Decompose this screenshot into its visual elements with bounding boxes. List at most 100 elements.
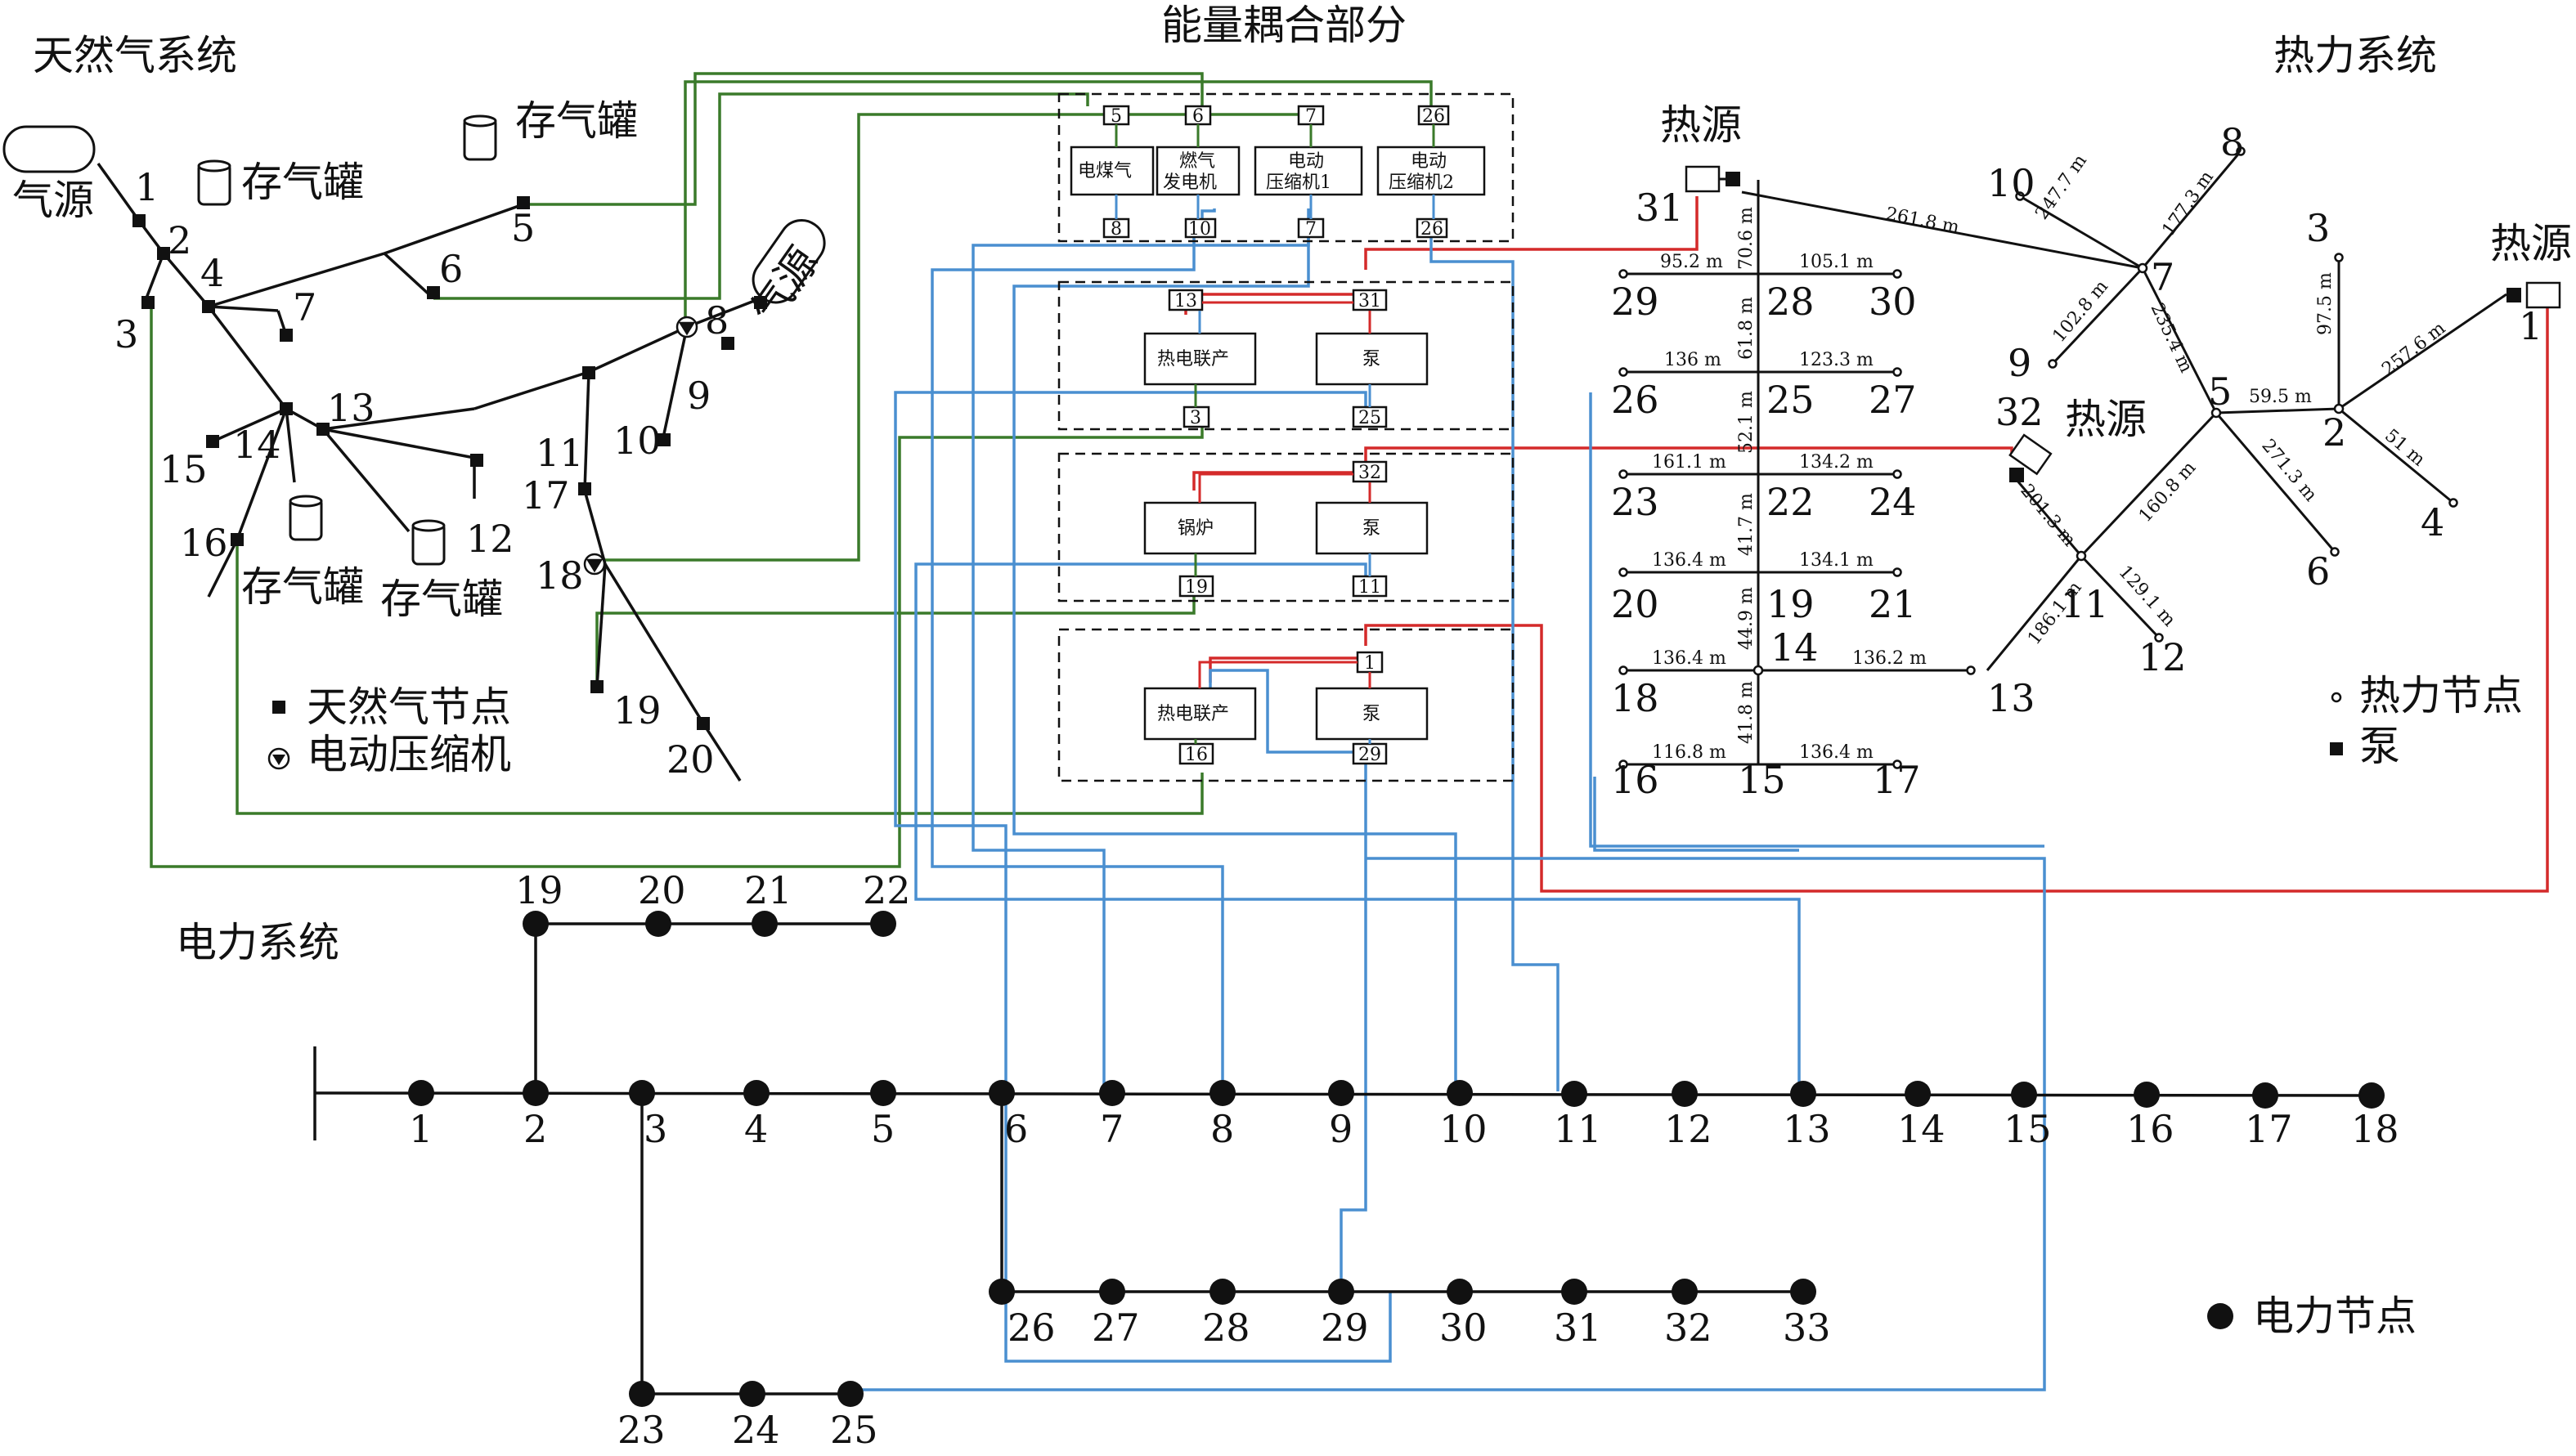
svg-text:59.5 m: 59.5 m xyxy=(2249,387,2312,407)
port-26-bot: 26 xyxy=(1420,219,1443,240)
port-32: 32 xyxy=(1358,463,1381,483)
svg-text:26: 26 xyxy=(1611,378,1659,422)
svg-text:70.6 m: 70.6 m xyxy=(1736,207,1757,270)
svg-text:8: 8 xyxy=(705,298,729,343)
svg-text:25: 25 xyxy=(1766,378,1815,422)
svg-text:44.9 m: 44.9 m xyxy=(1736,587,1757,650)
legend-pump: 泵 xyxy=(2359,723,2400,770)
svg-text:11: 11 xyxy=(536,431,584,475)
storage-label-1: 存气罐 xyxy=(241,159,364,206)
svg-text:14: 14 xyxy=(233,423,281,467)
heat-source-31 xyxy=(1685,165,1740,193)
svg-text:6: 6 xyxy=(1004,1107,1028,1151)
svg-text:30: 30 xyxy=(1869,280,1917,324)
svg-text:41.7 m: 41.7 m xyxy=(1736,493,1757,556)
gas-network xyxy=(96,162,761,782)
storage-label-2: 存气罐 xyxy=(515,97,638,145)
heat-nodes xyxy=(1618,146,2458,769)
svg-text:26: 26 xyxy=(1008,1306,1056,1350)
power-legend: 电力节点 xyxy=(2207,1292,2417,1340)
svg-text:13: 13 xyxy=(1987,676,2035,720)
svg-text:27: 27 xyxy=(1092,1306,1140,1350)
power-system-title: 电力系统 xyxy=(176,919,339,966)
svg-text:4: 4 xyxy=(2421,500,2444,544)
svg-text:19: 19 xyxy=(515,868,563,912)
port-3: 3 xyxy=(1190,408,1201,428)
unit-pump-3: 泵 xyxy=(1362,704,1380,724)
svg-text:12: 12 xyxy=(1664,1107,1712,1151)
unit-compressor2-l2: 压缩机2 xyxy=(1389,172,1454,193)
coupling-group-2 xyxy=(1057,280,1515,431)
svg-text:3: 3 xyxy=(644,1107,667,1151)
svg-text:136.4 m: 136.4 m xyxy=(1799,742,1874,763)
port-13: 13 xyxy=(1174,291,1197,311)
power-node-labels: 1 2 3 4 5 6 7 8 9 10 11 12 13 14 15 16 1… xyxy=(409,868,2399,1452)
port-19: 19 xyxy=(1185,577,1208,598)
svg-text:177.3 m: 177.3 m xyxy=(2158,168,2218,240)
svg-text:16: 16 xyxy=(1611,758,1659,802)
coupling-group-4-units: 热电联产 泵 1 16 29 xyxy=(1143,651,1429,765)
gas-node-labels: 1 2 3 4 5 6 7 8 9 10 11 12 13 14 15 16 1… xyxy=(114,165,729,782)
svg-text:105.1 m: 105.1 m xyxy=(1799,252,1874,272)
svg-text:29: 29 xyxy=(1611,280,1659,324)
svg-text:5: 5 xyxy=(871,1107,895,1151)
svg-text:2: 2 xyxy=(168,218,191,262)
svg-text:18: 18 xyxy=(1611,676,1659,720)
svg-text:247.7 m: 247.7 m xyxy=(2031,151,2091,224)
svg-text:21: 21 xyxy=(744,868,792,912)
svg-text:18: 18 xyxy=(536,553,584,598)
gas-nodes xyxy=(132,196,767,730)
svg-text:3: 3 xyxy=(114,312,138,356)
svg-text:9: 9 xyxy=(2008,341,2031,385)
svg-text:31: 31 xyxy=(1554,1306,1602,1350)
svg-text:7: 7 xyxy=(2151,255,2174,299)
svg-text:1: 1 xyxy=(409,1107,433,1151)
gas-source-1: 气源 xyxy=(2,125,96,224)
heat-source-label-1: 热源 xyxy=(2490,220,2572,267)
svg-text:14: 14 xyxy=(1770,625,1819,670)
port-7-top: 7 xyxy=(1305,106,1317,127)
svg-text:6: 6 xyxy=(439,247,463,291)
svg-text:11: 11 xyxy=(1554,1107,1602,1151)
svg-text:22: 22 xyxy=(863,868,911,912)
unit-compressor2-l1: 电动 xyxy=(1411,151,1447,172)
svg-text:20: 20 xyxy=(1611,582,1659,626)
svg-text:20: 20 xyxy=(666,737,715,782)
heat-source-1 xyxy=(2506,281,2561,309)
legend-power-node: 电力节点 xyxy=(2253,1292,2417,1340)
storage-label-3: 存气罐 xyxy=(241,563,364,611)
coupling-group-1 xyxy=(1057,92,1515,243)
unit-boiler: 锅炉 xyxy=(1178,518,1214,539)
port-7-bot: 7 xyxy=(1305,219,1317,240)
svg-text:24: 24 xyxy=(1869,480,1917,524)
svg-text:23: 23 xyxy=(617,1408,666,1452)
svg-text:9: 9 xyxy=(687,374,711,418)
heat-network xyxy=(1623,150,2507,766)
gas-coupling-links xyxy=(150,72,1433,868)
svg-text:123.3 m: 123.3 m xyxy=(1799,350,1874,370)
unit-compressor1-l2: 压缩机1 xyxy=(1266,172,1331,193)
svg-text:7: 7 xyxy=(293,285,316,329)
svg-text:21: 21 xyxy=(1869,582,1917,626)
unit-pump-1: 泵 xyxy=(1362,349,1380,370)
unit-chp-2: 热电联产 xyxy=(1157,704,1229,724)
svg-text:1: 1 xyxy=(2519,304,2542,348)
svg-text:41.8 m: 41.8 m xyxy=(1736,681,1757,744)
port-5: 5 xyxy=(1111,106,1122,127)
svg-text:33: 33 xyxy=(1783,1306,1831,1350)
svg-text:134.2 m: 134.2 m xyxy=(1799,452,1874,473)
svg-text:3: 3 xyxy=(2306,206,2330,250)
svg-text:235.4 m: 235.4 m xyxy=(2147,300,2197,376)
svg-text:134.1 m: 134.1 m xyxy=(1799,550,1874,571)
unit-electric-gas: 电煤气 xyxy=(1078,161,1132,181)
svg-text:2: 2 xyxy=(2322,410,2346,455)
heat-source-label-31: 热源 xyxy=(1660,101,1742,149)
legend-compressor: 电动压缩机 xyxy=(307,731,511,778)
coupling-group-1-units: 电煤气 燃气 发电机 电动 压缩机1 电动 压缩机2 5 6 7 26 8 10… xyxy=(1070,105,1486,240)
svg-text:18: 18 xyxy=(2351,1107,2399,1151)
coupling-group-2-units: 热电联产 泵 13 31 3 25 xyxy=(1143,289,1429,428)
svg-text:129.1 m: 129.1 m xyxy=(2115,562,2179,630)
svg-text:24: 24 xyxy=(732,1408,780,1452)
svg-text:10: 10 xyxy=(1987,161,2035,205)
svg-text:9: 9 xyxy=(1329,1107,1353,1151)
